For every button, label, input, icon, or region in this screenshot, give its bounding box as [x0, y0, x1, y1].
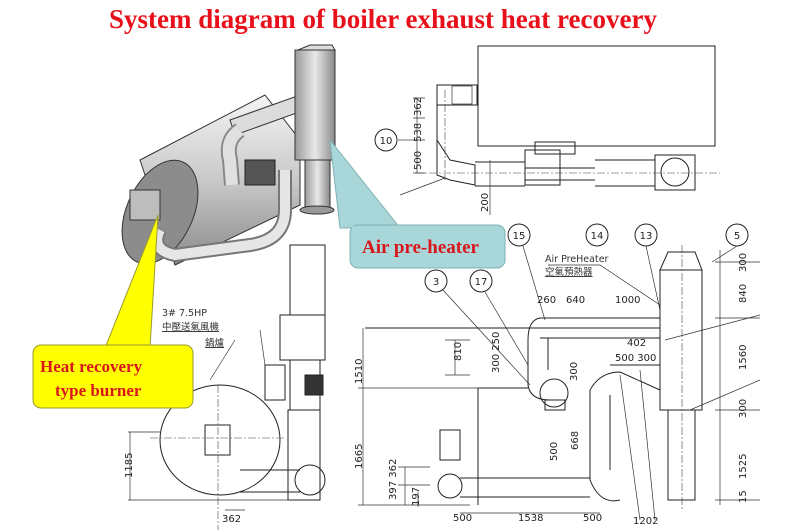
dim-397-362: 397 362 — [388, 459, 399, 500]
page-title: System diagram of boiler exhaust heat re… — [109, 4, 657, 34]
balloon-14: 14 — [585, 223, 609, 247]
callout-air-preheater-text: Air pre-heater — [362, 237, 480, 258]
balloon-15: 15 — [507, 223, 531, 247]
side-view — [358, 245, 761, 521]
svg-text:13: 13 — [640, 231, 653, 242]
fan-motor — [244, 159, 276, 186]
balloon-13: 13 — [634, 223, 658, 247]
callout-burner-line2: type burner — [55, 381, 142, 400]
front-view — [128, 244, 326, 530]
dim-1665: 1665 — [354, 444, 365, 469]
dim-260: 260 — [537, 295, 556, 306]
dim-500-bottom-right: 500 — [583, 513, 602, 524]
dim-top-200: 200 — [480, 193, 491, 212]
dim-1510: 1510 — [354, 359, 365, 384]
svg-text:17: 17 — [475, 277, 488, 288]
svg-text:5: 5 — [734, 231, 740, 242]
svg-text:3: 3 — [433, 277, 439, 288]
balloon-10: 10 — [374, 128, 398, 152]
dim-300-fan: 300 — [569, 362, 580, 381]
dim-top-500: 500 — [413, 151, 424, 170]
dim-300-250: 300 250 — [491, 332, 502, 373]
dim-810: 810 — [453, 342, 464, 361]
dim-1185: 1185 — [124, 453, 135, 478]
burner-callout: Heat recovery type burner — [32, 214, 194, 409]
dim-top-538: 538 — [413, 123, 424, 142]
label-air-preheater-en: Air PreHeater — [545, 254, 609, 265]
balloon-3: 3 — [424, 269, 448, 293]
label-air-preheater-cn: 空氣預熱器 — [545, 266, 593, 278]
air-preheater-tower — [294, 49, 336, 161]
stack-pipe — [304, 159, 331, 211]
dim-197: 197 — [411, 487, 422, 506]
top-view — [398, 45, 720, 215]
boiler-front-ellipse — [159, 384, 281, 496]
dim-1538: 1538 — [518, 513, 543, 524]
dim-362-front: 362 — [222, 514, 241, 525]
dim-1202: 1202 — [633, 516, 658, 527]
dim-500-vert: 500 — [549, 442, 560, 461]
dim-840: 840 — [738, 284, 749, 303]
dim-top-362: 362 — [413, 97, 424, 116]
dim-300-mid: 300 — [738, 399, 749, 418]
boiler-plan-outline — [477, 45, 716, 147]
dim-500-300: 500 300 — [615, 353, 656, 364]
air-preheater-callout: Air pre-heater — [329, 138, 506, 269]
fan-housing — [539, 378, 569, 408]
svg-text:14: 14 — [591, 231, 604, 242]
dim-1525: 1525 — [738, 454, 749, 479]
burner-box — [129, 189, 161, 221]
balloon-17: 17 — [469, 269, 493, 293]
dim-640: 640 — [566, 295, 585, 306]
dim-668: 668 — [570, 431, 581, 450]
isometric-model — [121, 44, 336, 266]
label-boiler-cn: 鍋爐 — [205, 337, 225, 349]
dim-300-top: 300 — [738, 253, 749, 272]
svg-text:15: 15 — [513, 231, 526, 242]
balloon-5: 5 — [725, 223, 749, 247]
dim-1000: 1000 — [615, 295, 640, 306]
dim-500-bottom-left: 500 — [453, 513, 472, 524]
callout-burner-line1: Heat recovery — [40, 357, 143, 376]
dim-1560: 1560 — [738, 345, 749, 370]
dim-402: 402 — [627, 338, 646, 349]
svg-text:10: 10 — [380, 136, 393, 147]
dim-15: 15 — [738, 490, 749, 503]
label-fan-spec: 3# 7.5HP — [162, 308, 207, 319]
label-fan-cn: 中壓送氣風機 — [162, 321, 220, 333]
